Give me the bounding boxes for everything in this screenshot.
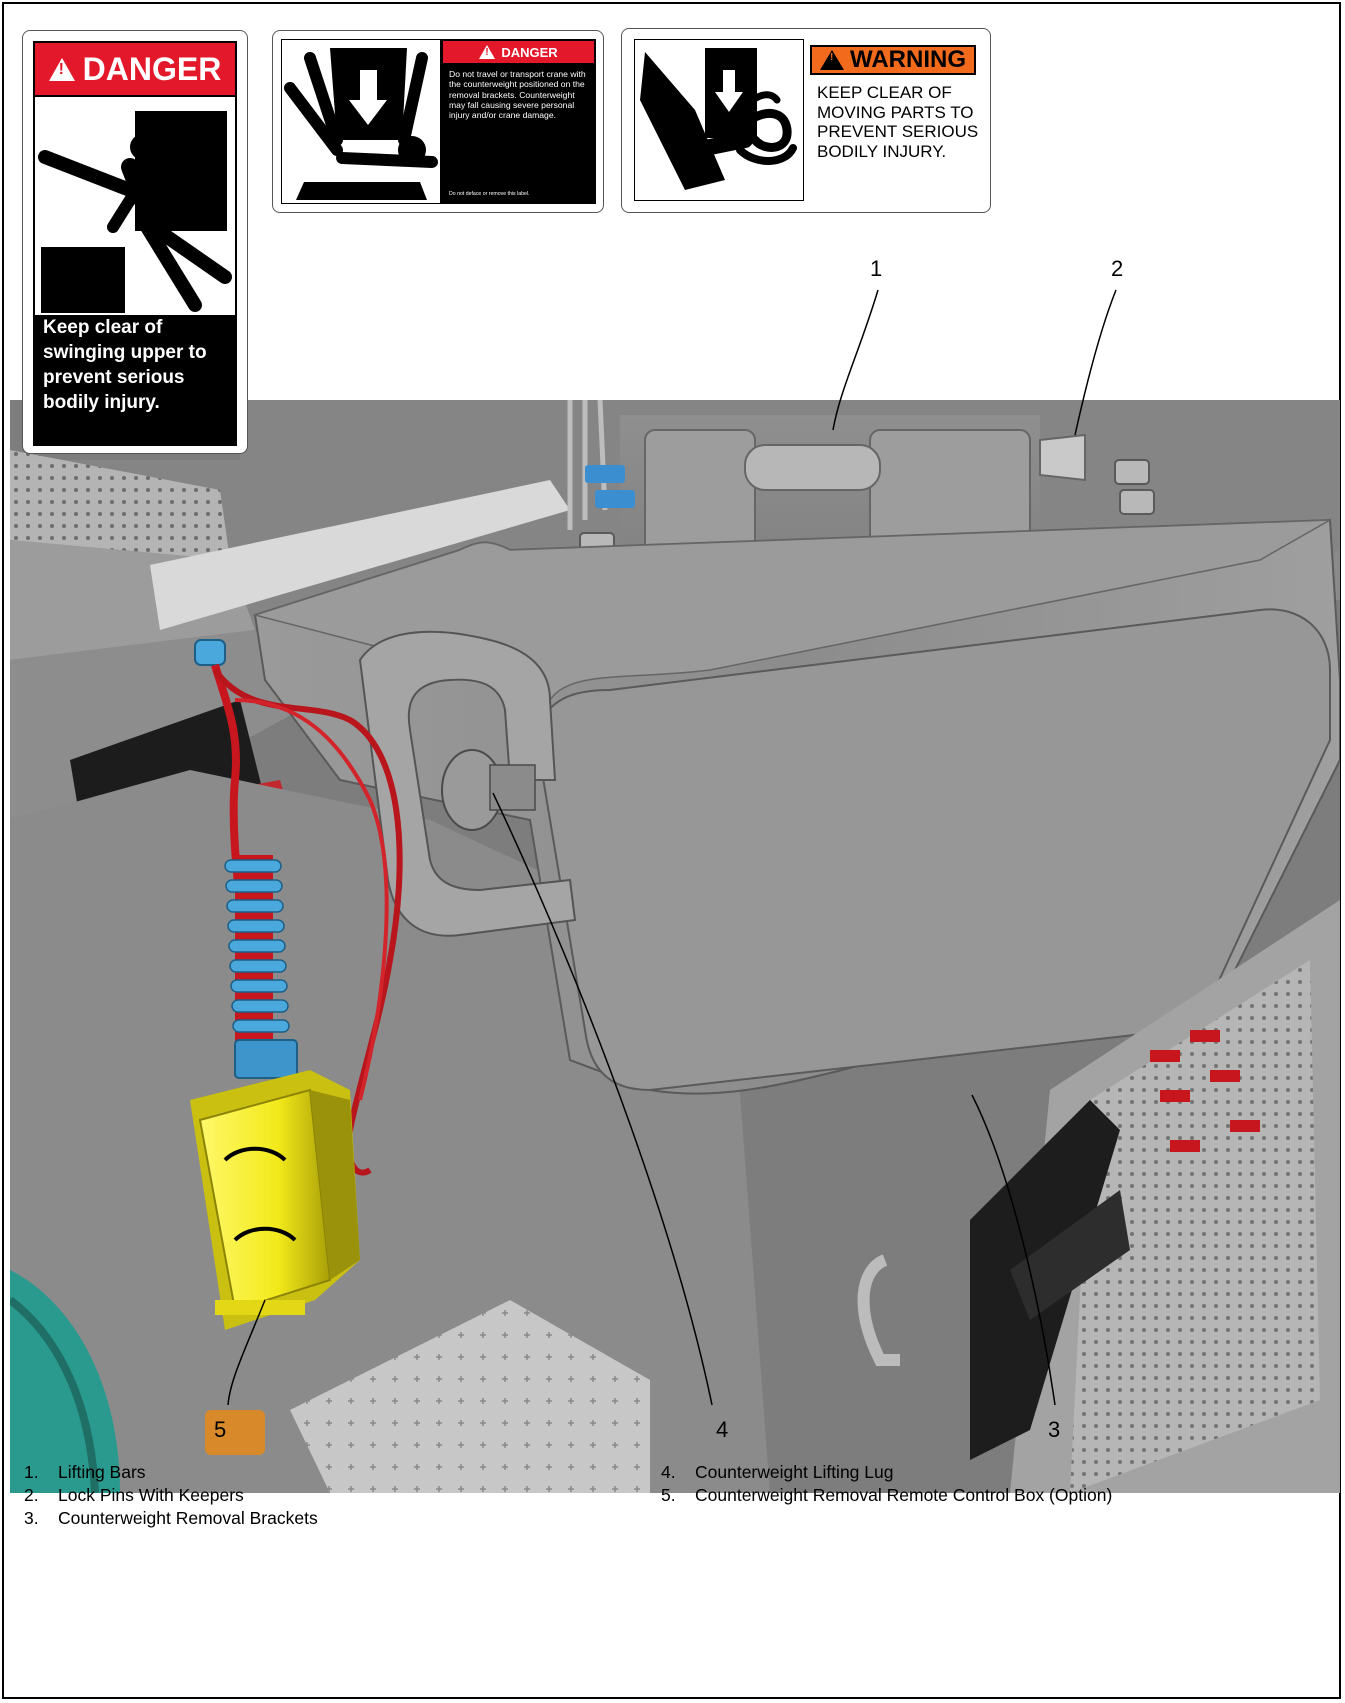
legend-item: 3.Counterweight Removal Brackets [24, 1507, 318, 1530]
legend-left: 1.Lifting Bars 2.Lock Pins With Keepers … [24, 1461, 318, 1530]
swing-crush-hazard-icon [35, 97, 235, 315]
legend-item: 5.Counterweight Removal Remote Control B… [661, 1484, 1112, 1507]
hand-crush-hazard-icon [634, 39, 804, 201]
transport-danger-header: DANGER [443, 41, 594, 63]
transport-danger-label: DANGER Do not travel or transport crane … [272, 30, 604, 213]
legend-right: 4.Counterweight Lifting Lug 5.Counterwei… [661, 1461, 1112, 1507]
moving-parts-message: KEEP CLEAR OF MOVING PARTS TO PREVENT SE… [817, 83, 987, 161]
swing-danger-message: Keep clear of swinging upper to prevent … [43, 315, 228, 415]
counterweight-removal-illustration [10, 400, 1340, 1493]
moving-parts-warning-label: WARNING KEEP CLEAR OF MOVING PARTS TO PR… [621, 28, 991, 213]
callout-4: 4 [716, 1417, 728, 1443]
transport-danger-message: Do not travel or transport crane with th… [449, 69, 591, 120]
warning-header: WARNING [810, 45, 976, 75]
transport-danger-body [441, 39, 596, 204]
swing-danger-label: DANGER Keep clear of swinging upper to p… [22, 30, 248, 454]
warning-triangle-icon [49, 58, 75, 81]
warning-heading: WARNING [850, 46, 966, 74]
danger-heading: DANGER [83, 51, 222, 88]
warning-triangle-icon [820, 50, 844, 70]
transport-danger-footer: Do not deface or remove this label. [449, 191, 591, 197]
callout-2: 2 [1111, 256, 1123, 282]
legend-item: 4.Counterweight Lifting Lug [661, 1461, 1112, 1484]
legend-item: 2.Lock Pins With Keepers [24, 1484, 318, 1507]
callout-3: 3 [1048, 1417, 1060, 1443]
danger-header: DANGER [35, 43, 235, 95]
warning-triangle-icon [479, 45, 495, 59]
transport-danger-heading: DANGER [501, 45, 557, 60]
callout-1: 1 [870, 256, 882, 282]
callout-5: 5 [214, 1417, 226, 1443]
falling-counterweight-hazard-icon [281, 39, 441, 204]
legend-item: 1.Lifting Bars [24, 1461, 318, 1484]
